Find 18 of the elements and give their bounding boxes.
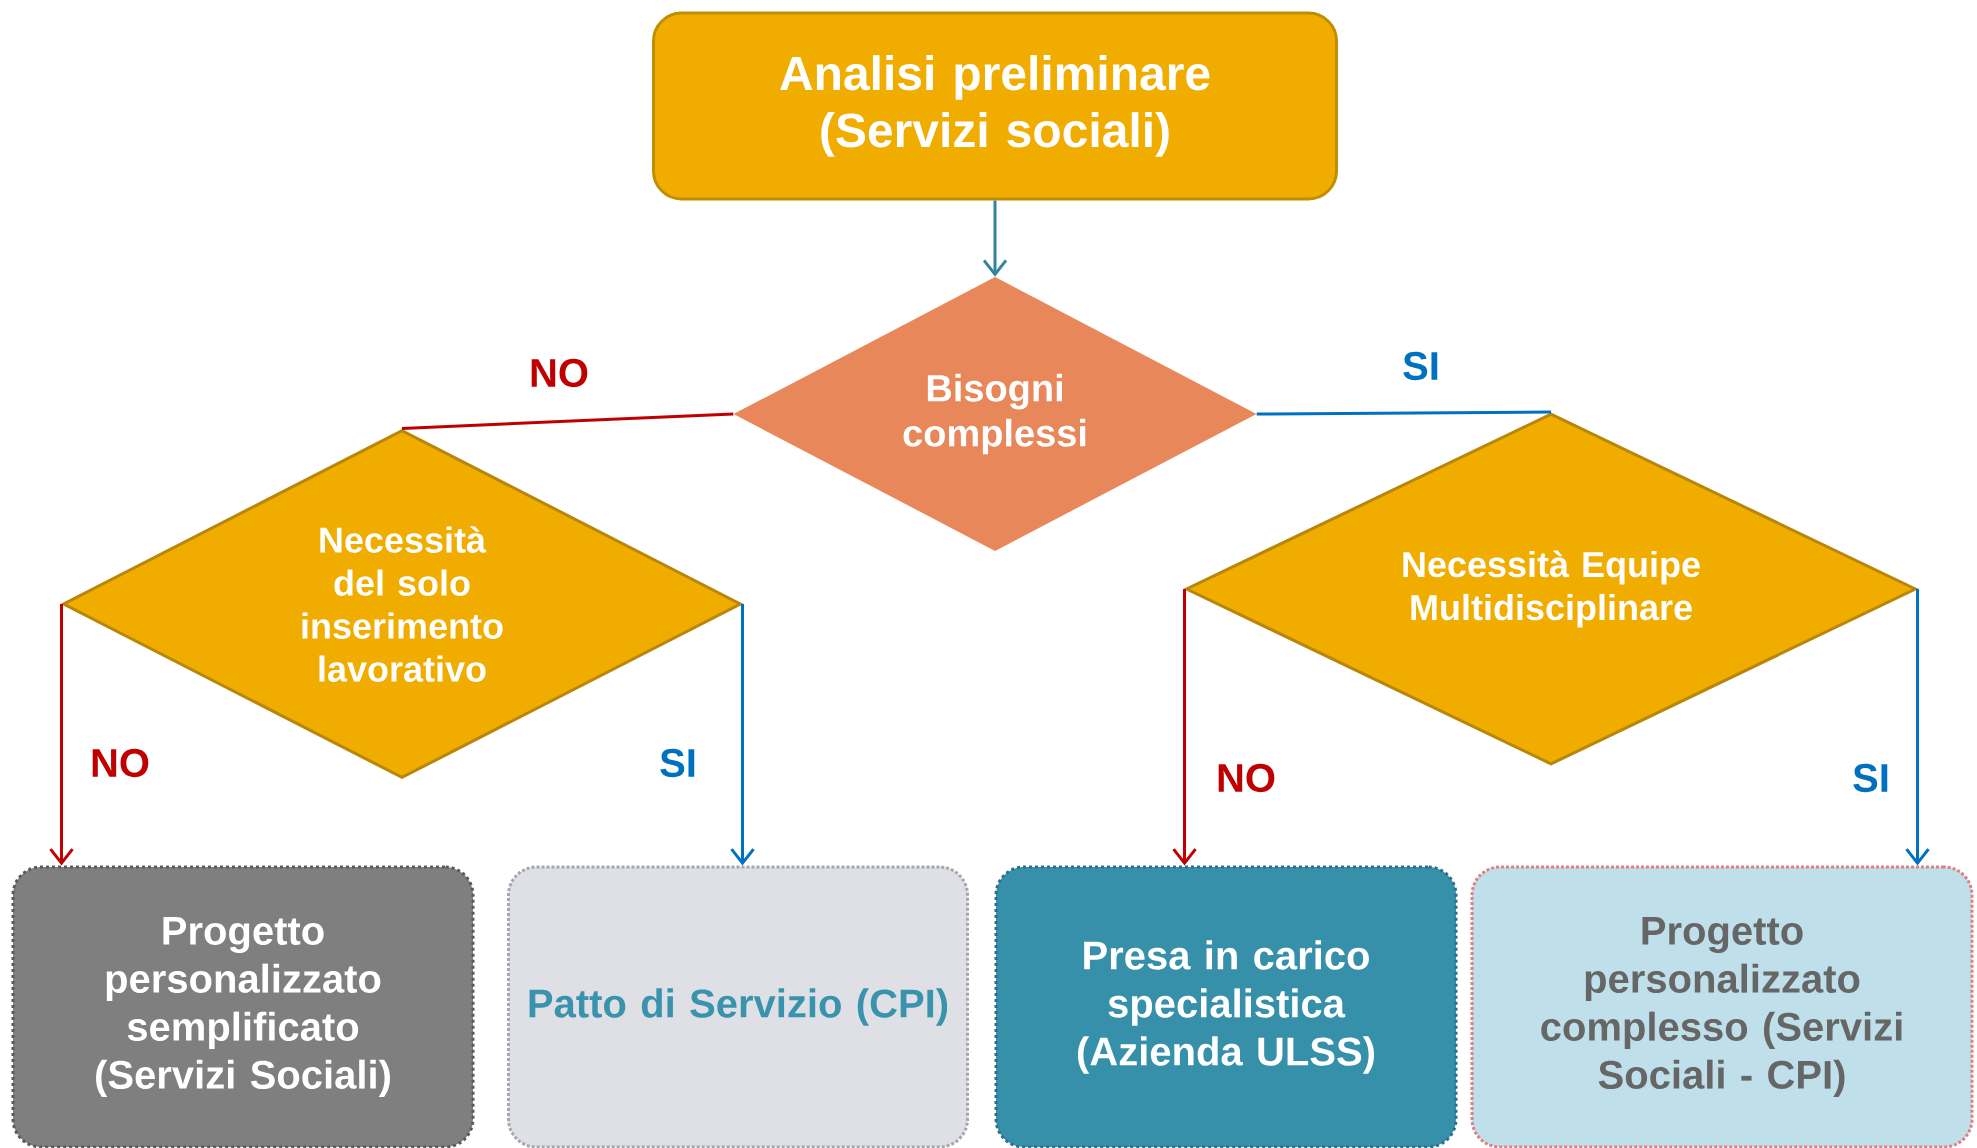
process-box: Patto di Servizio (CPI) <box>507 865 969 1148</box>
arrow <box>982 200 1008 277</box>
edge-label: NO <box>92 748 149 778</box>
connector-line <box>1256 410 1552 416</box>
edge-label: NO <box>1218 763 1275 793</box>
arrow <box>730 604 755 866</box>
connector-line <box>401 412 734 430</box>
edge-label: NO <box>531 358 588 388</box>
process-box: Presa in carico specialistica (Azienda ULSS) <box>994 865 1458 1148</box>
process-box: Progetto personalizzato semplificato (Servizi Sociali) <box>11 865 475 1148</box>
edge-label: SI <box>660 748 695 778</box>
arrow <box>49 604 74 866</box>
edge-label: SI <box>1403 351 1438 381</box>
arrow <box>1172 589 1197 866</box>
edge-label: SI <box>1853 763 1888 793</box>
process-box: Progetto personalizzato complesso (Servizi Sociali - CPI) <box>1470 865 1974 1148</box>
process-box: Analisi preliminare (Servizi sociali) <box>652 11 1338 201</box>
arrow <box>1905 589 1930 866</box>
